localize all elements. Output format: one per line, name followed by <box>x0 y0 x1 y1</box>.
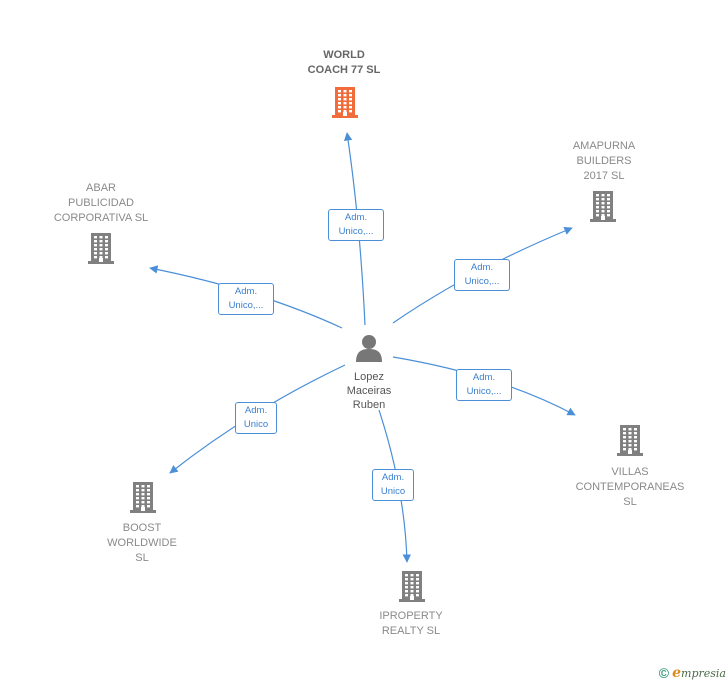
company-label-iproperty[interactable]: IPROPERTY REALTY SL <box>379 610 443 637</box>
building-icon[interactable] <box>590 190 616 227</box>
building-icon[interactable] <box>332 86 358 123</box>
center-person-label[interactable]: Lopez Maceiras Ruben <box>346 371 392 411</box>
company-label-abar[interactable]: ABAR PUBLICIDAD CORPORATIVA SL <box>53 182 149 224</box>
company-label-villas[interactable]: VILLAS CONTEMPORANEAS SL <box>575 466 685 508</box>
footer-brand: © empresia <box>659 665 726 681</box>
building-icon[interactable] <box>88 232 114 269</box>
building-icon[interactable] <box>399 570 425 607</box>
company-label-amapurna[interactable]: AMAPURNA BUILDERS 2017 SL <box>572 140 636 182</box>
edge-label-boost[interactable]: Adm. Unico <box>235 402 277 434</box>
edge-label-amapurna[interactable]: Adm. Unico,... <box>454 259 510 291</box>
edge-label-villas[interactable]: Adm. Unico,... <box>456 369 512 401</box>
person-icon[interactable] <box>354 333 384 363</box>
brand-logo: empresia <box>672 665 726 681</box>
copyright-icon: © <box>658 665 670 681</box>
company-label-boost[interactable]: BOOST WORLDWIDE SL <box>107 522 177 564</box>
building-icon[interactable] <box>617 424 643 461</box>
building-icon[interactable] <box>130 481 156 518</box>
company-label-world-coach[interactable]: WORLD COACH 77 SL <box>307 49 381 76</box>
edge-label-world-coach[interactable]: Adm. Unico,... <box>328 209 384 241</box>
edge-label-iproperty[interactable]: Adm. Unico <box>372 469 414 501</box>
edge-label-abar[interactable]: Adm. Unico,... <box>218 283 274 315</box>
